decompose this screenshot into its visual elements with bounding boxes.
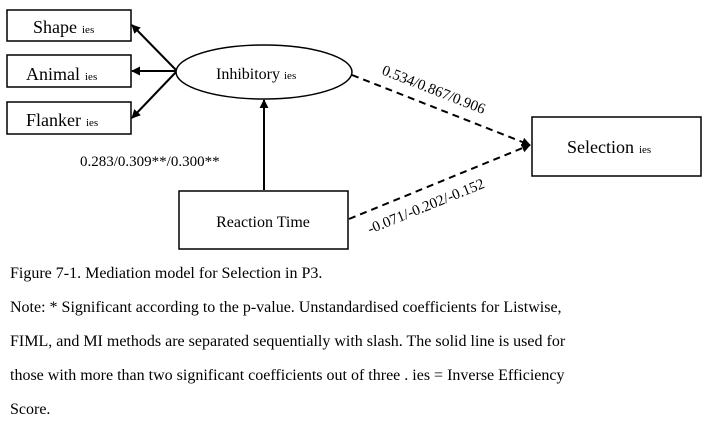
note-line-4: Score. — [10, 401, 51, 418]
note-line-2: FIML, and MI methods are separated seque… — [10, 333, 566, 350]
shape-node: Shape ies — [6, 9, 132, 42]
flanker-node-subscript: ies — [86, 117, 98, 129]
inhibitory-node-subscript: ies — [284, 70, 296, 82]
selection-node-subscript: ies — [639, 144, 651, 156]
inhibitory-to-shape-arrow — [131, 24, 177, 71]
note-line-3: those with more than two significant coe… — [10, 367, 565, 384]
inhibitory-node: Inhibitory ies — [175, 44, 353, 100]
selection-node-label: Selection — [567, 137, 634, 157]
flanker-node-label: Flanker — [26, 110, 81, 130]
animal-node: Animal ies — [6, 54, 132, 88]
inhibitory-node-label: Inhibitory — [216, 66, 280, 83]
inhibitory-to-selection-coefficients: 0.534/0.867/0.906 — [380, 63, 488, 118]
figure-caption: Figure 7-1. Mediation model for Selectio… — [10, 265, 323, 282]
reaction-time-node: Reaction Time — [178, 190, 349, 250]
note-line-1: Note: * Significant according to the p-v… — [10, 299, 562, 316]
flanker-node: Flanker ies — [6, 101, 132, 135]
selection-node: Selection ies — [531, 116, 702, 177]
inhibitory-to-selection-arrow — [351, 74, 531, 147]
reaction-time-node-label: Reaction Time — [216, 214, 310, 231]
animal-node-label: Animal — [26, 64, 80, 84]
animal-node-subscript: ies — [85, 71, 97, 83]
inhibitory-to-indicators-arrows — [131, 24, 177, 119]
inhibitory-to-flanker-arrow — [131, 71, 177, 119]
shape-node-subscript: ies — [82, 24, 94, 36]
rt-to-selection-arrow — [348, 143, 531, 220]
shape-node-label: Shape — [33, 17, 77, 37]
mediation-diagram: Shape ies Animal ies Flanker ies Inhibitory… — [6, 9, 702, 250]
rt-to-selection-coefficients: -0.071/-0.202/-0.152 — [366, 176, 488, 238]
rt-to-inhibitory-coefficients: 0.283/0.309**/0.300** — [80, 154, 220, 170]
